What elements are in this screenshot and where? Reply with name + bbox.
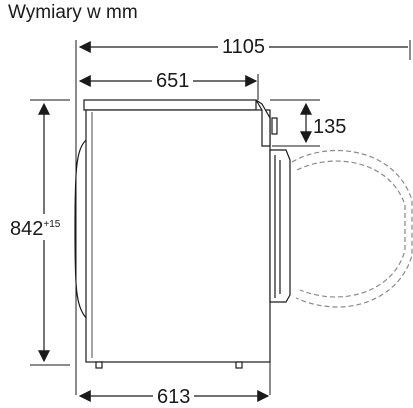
height-tolerance: +15 bbox=[43, 219, 61, 230]
control-knob bbox=[271, 117, 278, 135]
total-depth-label: 1105 bbox=[218, 36, 270, 58]
height-value: 842 bbox=[10, 218, 44, 240]
back-panel bbox=[74, 139, 87, 319]
depth-label: 651 bbox=[152, 70, 194, 92]
foot-rear bbox=[95, 361, 103, 369]
foot-front bbox=[235, 361, 243, 369]
base-depth-label: 613 bbox=[153, 386, 195, 408]
extension-lines bbox=[30, 40, 411, 395]
door-offset-label: 135 bbox=[313, 116, 347, 138]
control-panel bbox=[255, 99, 271, 147]
door-swing-outline bbox=[291, 150, 413, 308]
machine-top-panel bbox=[83, 99, 257, 111]
height-label: 842+15 bbox=[8, 214, 63, 240]
diagram-title: Wymiary w mm bbox=[8, 2, 138, 23]
machine-body bbox=[74, 99, 291, 369]
machine-cabinet bbox=[85, 109, 271, 363]
